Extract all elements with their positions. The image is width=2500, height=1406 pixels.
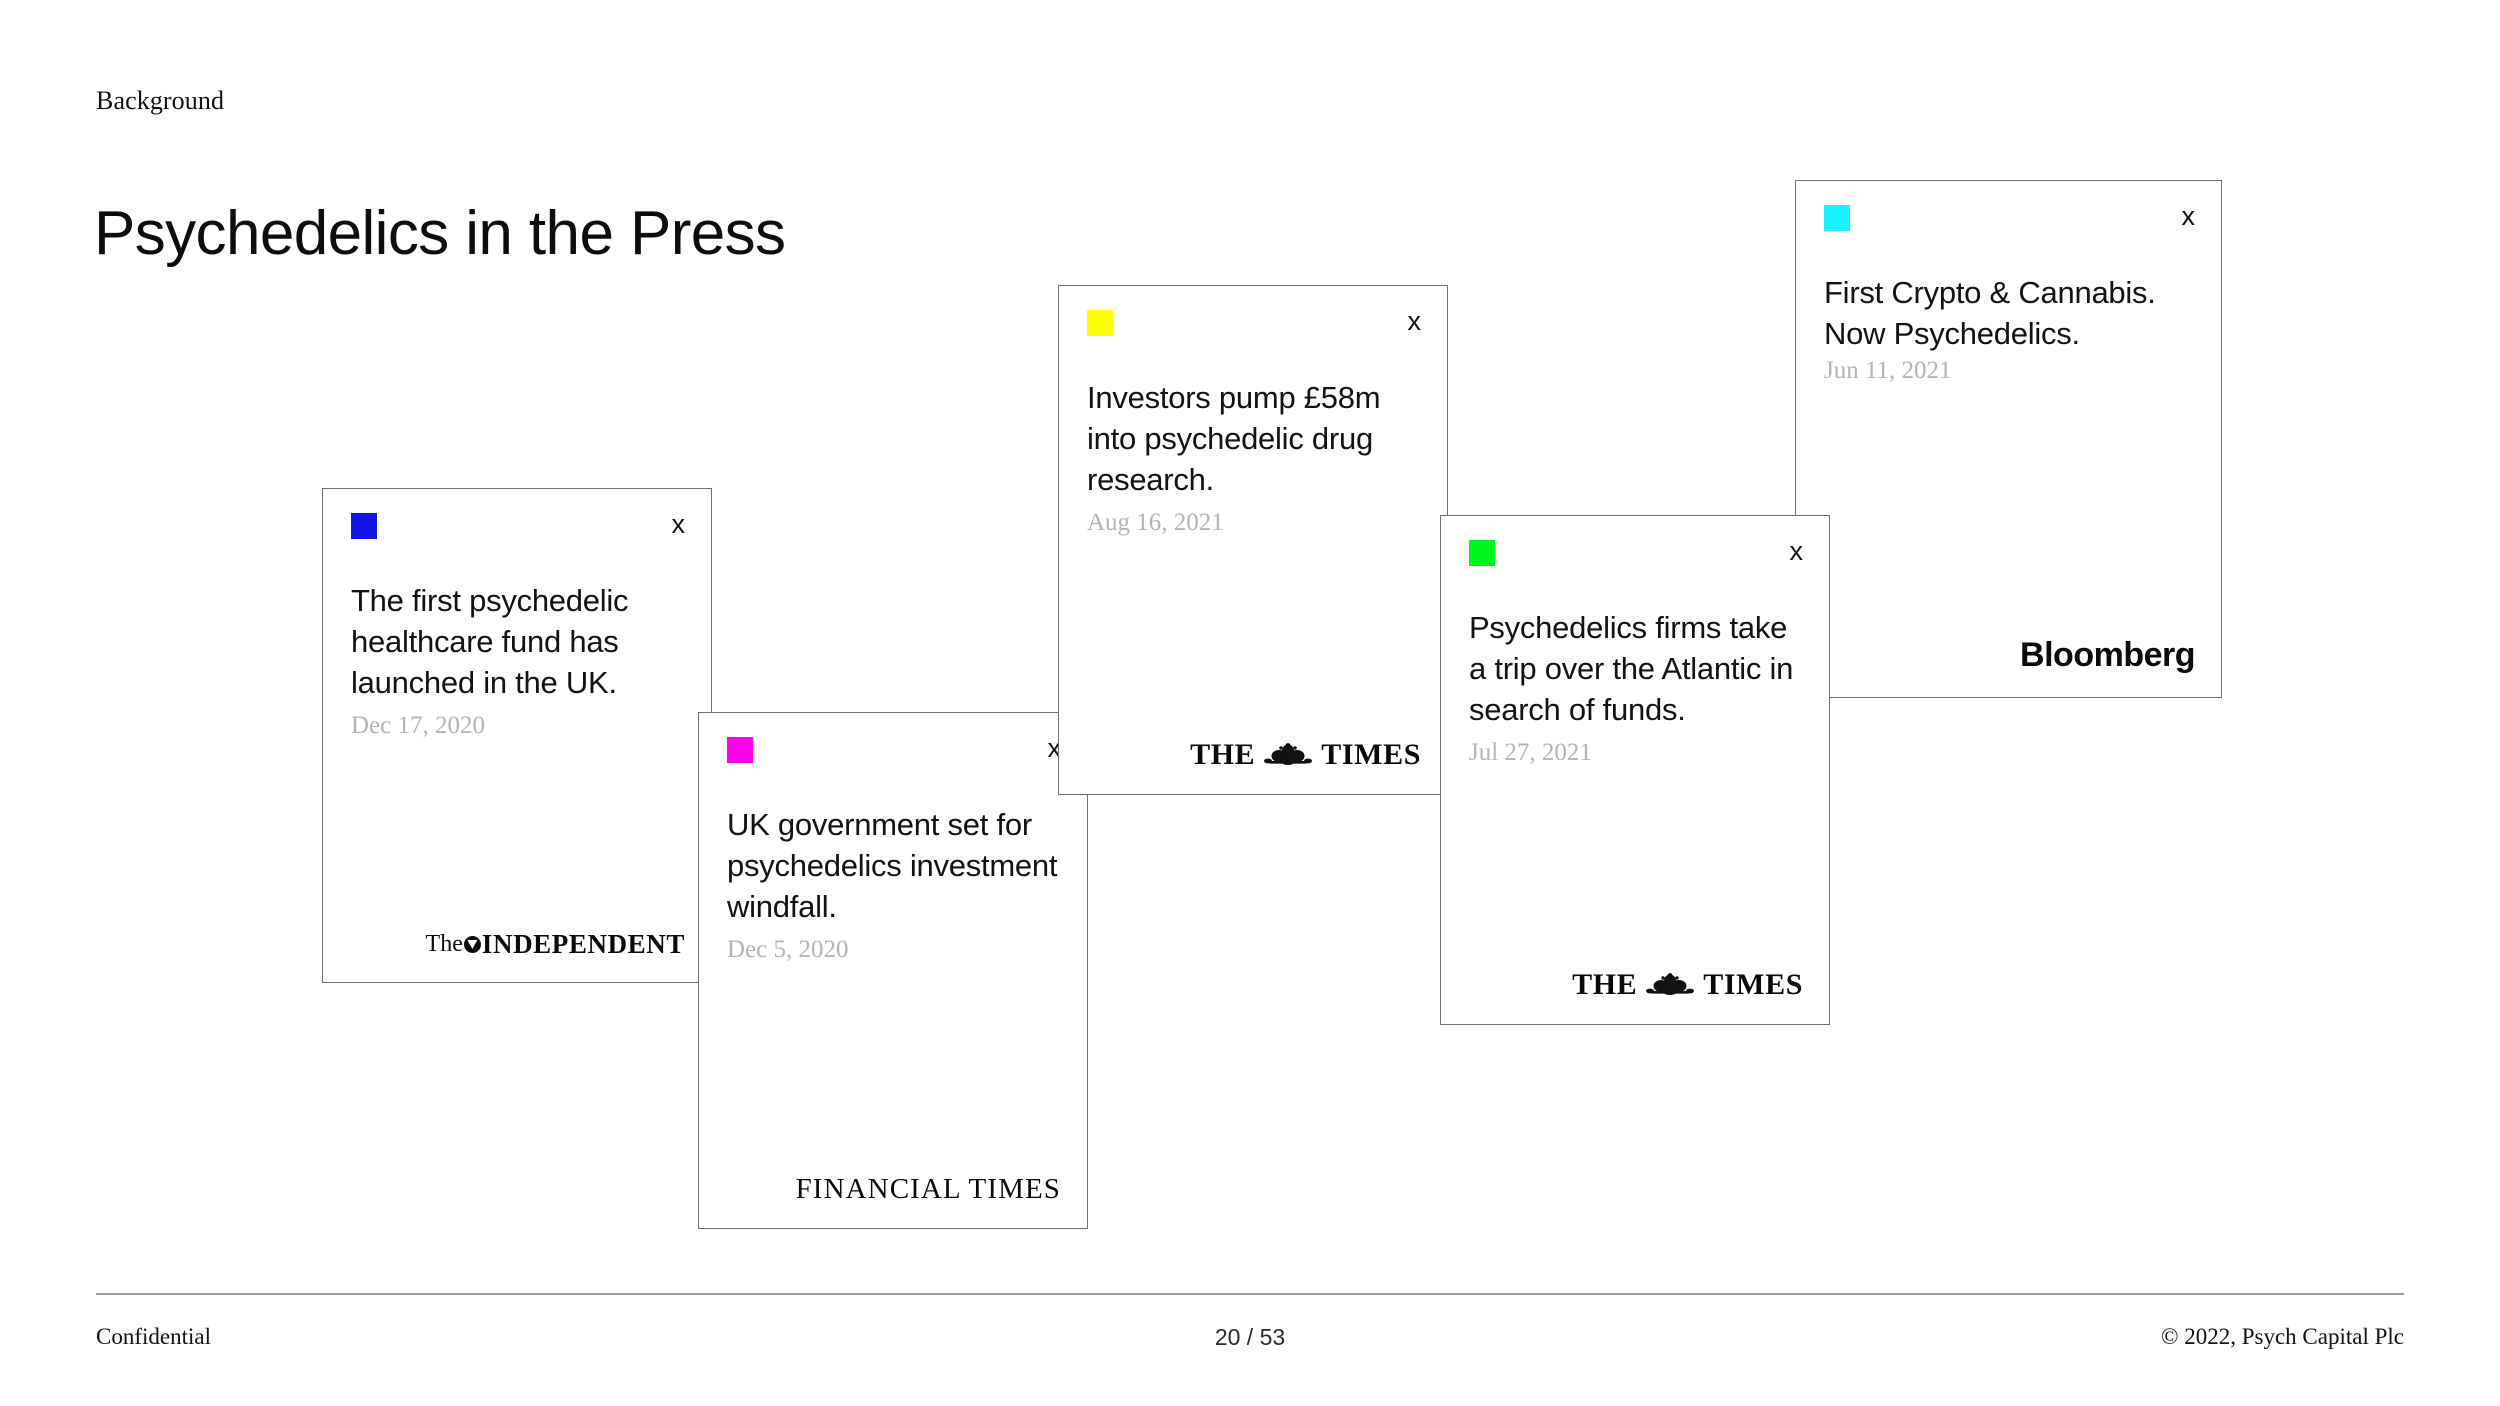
press-card-bloomberg[interactable]: x First Crypto & Cannabis. Now Psychedel…	[1795, 180, 2222, 698]
card-headline: Psychedelics firms take a trip over the …	[1469, 610, 1794, 727]
card-header-row: x	[351, 509, 686, 547]
publication-logo-bloomberg: Bloomberg	[2020, 636, 2195, 674]
logo-word-times: TIMES	[1703, 968, 1803, 1001]
card-headline: UK government set for psychedelics inves…	[727, 807, 1058, 924]
card-date: Dec 17, 2020	[351, 712, 485, 739]
times-royal-crest-icon	[1641, 972, 1699, 998]
footer-copyright: © 2022, Psych Capital Plc	[2161, 1324, 2404, 1349]
page-title: Psychedelics in the Press	[94, 198, 786, 268]
publication-logo-times: THE	[1190, 738, 1421, 772]
slide-eyebrow: Background	[96, 86, 225, 115]
logo-word-the: THE	[1572, 968, 1638, 1001]
times-royal-crest-icon	[1259, 742, 1317, 768]
independent-eagle-icon	[463, 936, 481, 953]
footer-page-number: 20 / 53	[1214, 1324, 1286, 1350]
footer-confidentiality-label: Confidential	[96, 1324, 211, 1349]
close-icon[interactable]: x	[2181, 201, 2196, 231]
card-headline: Investors pump £58m into psychedelic dru…	[1087, 380, 1381, 497]
card-date: Aug 16, 2021	[1087, 509, 1224, 536]
green-swatch	[1469, 540, 1495, 566]
close-icon[interactable]: x	[1047, 733, 1062, 763]
press-card-times-jul[interactable]: x Psychedelics firms take a trip over th…	[1440, 515, 1830, 1025]
card-date: Jun 11, 2021	[1824, 357, 1952, 384]
footer-divider	[96, 1293, 2404, 1295]
yellow-swatch	[1087, 310, 1113, 336]
logo-word-the: The	[425, 931, 463, 957]
card-date: Dec 5, 2020	[727, 936, 849, 963]
card-date: Jul 27, 2021	[1469, 739, 1592, 766]
logo-word-times: TIMES	[1321, 738, 1421, 771]
publication-logo-times: THE	[1572, 968, 1803, 1002]
card-header-row: x	[1087, 306, 1422, 344]
cyan-swatch	[1824, 205, 1850, 231]
close-icon[interactable]: x	[1407, 306, 1422, 336]
card-header-row: x	[1824, 201, 2196, 239]
logo-word-independent: INDEPENDENT	[481, 929, 685, 959]
close-icon[interactable]: x	[671, 509, 686, 539]
card-headline: The first psychedelic healthcare fund ha…	[351, 583, 629, 700]
card-header-row: x	[727, 733, 1062, 771]
card-header-row: x	[1469, 536, 1804, 574]
publication-logo-independent: The INDEPENDENT	[426, 929, 685, 960]
slide-footer: Confidential 20 / 53 © 2022, Psych Capit…	[96, 1322, 2404, 1358]
press-card-times-aug[interactable]: x Investors pump £58m into psychedelic d…	[1058, 285, 1448, 795]
magenta-swatch	[727, 737, 753, 763]
logo-word-the: THE	[1190, 738, 1256, 771]
close-icon[interactable]: x	[1789, 536, 1804, 566]
press-card-financial-times[interactable]: x UK government set for psychedelics inv…	[698, 712, 1088, 1229]
press-card-independent[interactable]: x The first psychedelic healthcare fund …	[322, 488, 712, 983]
card-headline: First Crypto & Cannabis. Now Psychedelic…	[1824, 275, 2156, 351]
blue-swatch	[351, 513, 377, 539]
publication-logo-financial-times: FINANCIAL TIMES	[795, 1173, 1061, 1205]
